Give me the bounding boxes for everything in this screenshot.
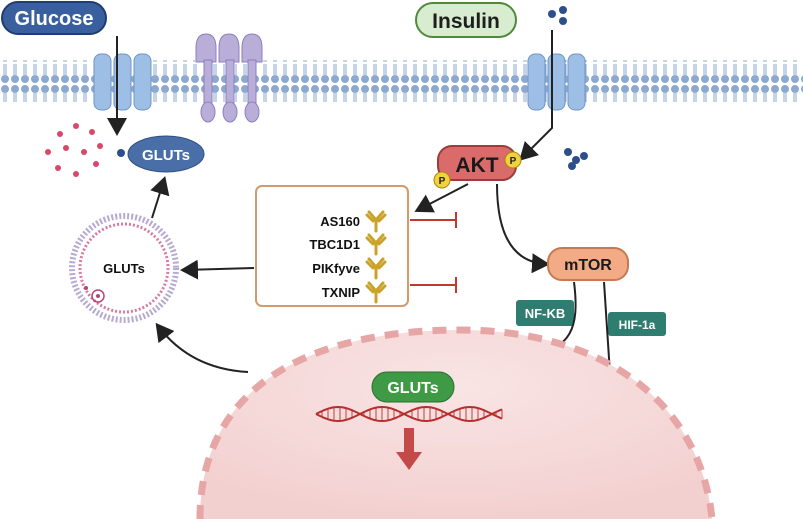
insulin-akt-arrow [519,30,553,161]
gluts-membrane-label: GLUTs [142,147,190,164]
gluts-nucleus-badge: GLUTs [371,371,455,403]
gluts-membrane-oval: GLUTs [127,135,205,173]
regulator-label-txnip: TXNIP [322,285,361,300]
hif-node: HIF-1a [608,312,666,336]
nucleus-to-vesicle-arrow [155,322,249,373]
gluts-vesicle-label: GLUTs [103,261,145,276]
glucose-badge: Glucose [1,1,107,35]
antibody-icon [365,233,387,256]
glucose-molecule-blue [117,149,125,157]
vesicle-to-membrane-arrow [150,176,170,219]
glucose-channel [93,53,152,111]
gluts-nucleus-label: GLUTs [387,380,438,397]
antibody-icon [365,257,387,280]
nucleus [196,326,716,519]
mtor-node: mTOR [547,247,629,281]
antibody-icon [365,210,387,233]
dna-helix-icon [315,405,503,423]
phospho-label-right: P [510,156,517,167]
phospho-badge [433,171,451,189]
nfkb-node: NF-KB [516,300,574,326]
akt-to-regulators-arrow [414,183,469,213]
regulator-label-as160: AS160 [320,214,360,229]
glucose-label: Glucose [15,8,94,30]
hif-label: HIF-1a [619,318,656,332]
mtor-label: mTOR [564,257,612,274]
insulin-label: Insulin [432,10,500,33]
insulin-badge: Insulin [415,2,517,38]
akt-to-mtor-arrow [496,183,550,274]
regulators-to-vesicle-arrow [180,259,255,280]
insulin-channel [527,53,586,111]
phospho-label-left: P [439,176,446,187]
receptor-complex [195,33,263,123]
akt-node: AKT P P [433,145,522,189]
expression-arrow-icon [396,428,422,470]
insulin-molecules-top [548,6,567,25]
inhibition-lines [410,212,457,293]
antibody-icon [365,281,387,304]
regulator-label-pikfyve: PIKfyve [312,261,360,276]
phospho-badge [504,151,522,169]
regulator-label-tbc1d1: TBC1D1 [309,237,360,252]
glucose-molecules [45,123,103,177]
insulin-molecules-bottom [564,148,588,170]
akt-label: AKT [455,154,498,177]
nfkb-label: NF-KB [525,306,565,321]
gluts-vesicle: GLUTs [69,213,179,323]
